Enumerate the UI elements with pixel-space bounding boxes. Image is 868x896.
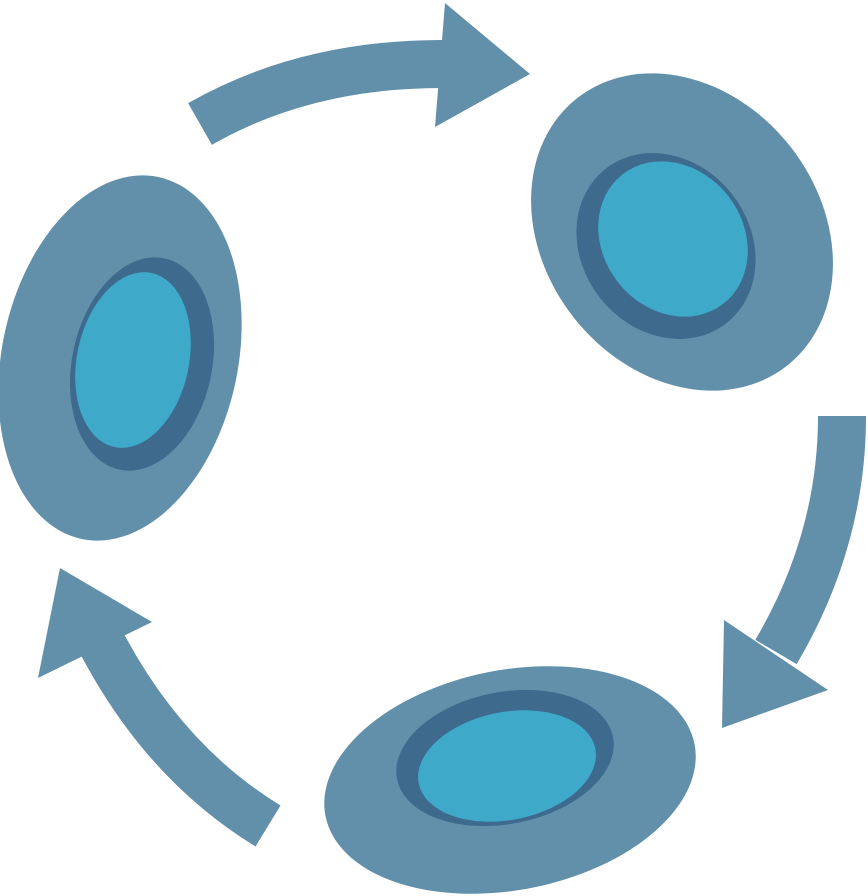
nucleus-icon <box>418 710 596 822</box>
arrow-bottom-left-head-icon <box>38 568 152 678</box>
cell-bottom <box>324 666 696 894</box>
cell-top-right <box>531 73 833 391</box>
arrow-top-head-icon <box>435 3 530 127</box>
cycle-arrows <box>38 3 866 847</box>
nucleus-icon <box>75 272 191 448</box>
cell-left <box>0 175 242 541</box>
arrow-bottom-left-icon <box>74 621 281 847</box>
arrow-top-icon <box>188 40 443 145</box>
arrow-right-icon <box>755 415 866 665</box>
nucleus-icon <box>598 161 748 317</box>
arrow-right-head-icon <box>722 620 828 728</box>
